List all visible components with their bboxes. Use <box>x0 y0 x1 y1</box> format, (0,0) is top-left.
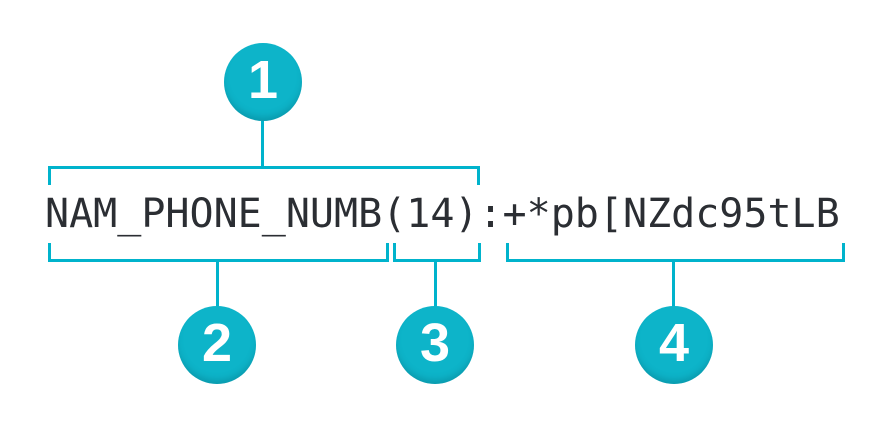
callout-1-badge: 1 <box>224 43 302 121</box>
annotated-value-text: NAM_PHONE_NUMB(14):+*pb[NZdc95tLB <box>45 191 840 237</box>
callout-4-number: 4 <box>658 313 690 373</box>
bracket-segment-3 <box>393 243 481 262</box>
bracket-segment-1 <box>48 166 480 185</box>
callout-3-number: 3 <box>419 313 451 373</box>
callout-1-number: 1 <box>247 50 279 110</box>
callout-3-badge: 3 <box>396 306 474 384</box>
callout-2-connector-line <box>216 262 219 307</box>
bracket-segment-2 <box>48 243 389 262</box>
bracket-segment-4 <box>506 243 845 262</box>
callout-2-badge: 2 <box>178 306 256 384</box>
callout-1-connector-line <box>261 121 264 166</box>
callout-4-connector-line <box>672 262 675 307</box>
callout-3-connector-line <box>434 262 437 307</box>
callout-2-number: 2 <box>201 313 233 373</box>
callout-4-badge: 4 <box>635 306 713 384</box>
